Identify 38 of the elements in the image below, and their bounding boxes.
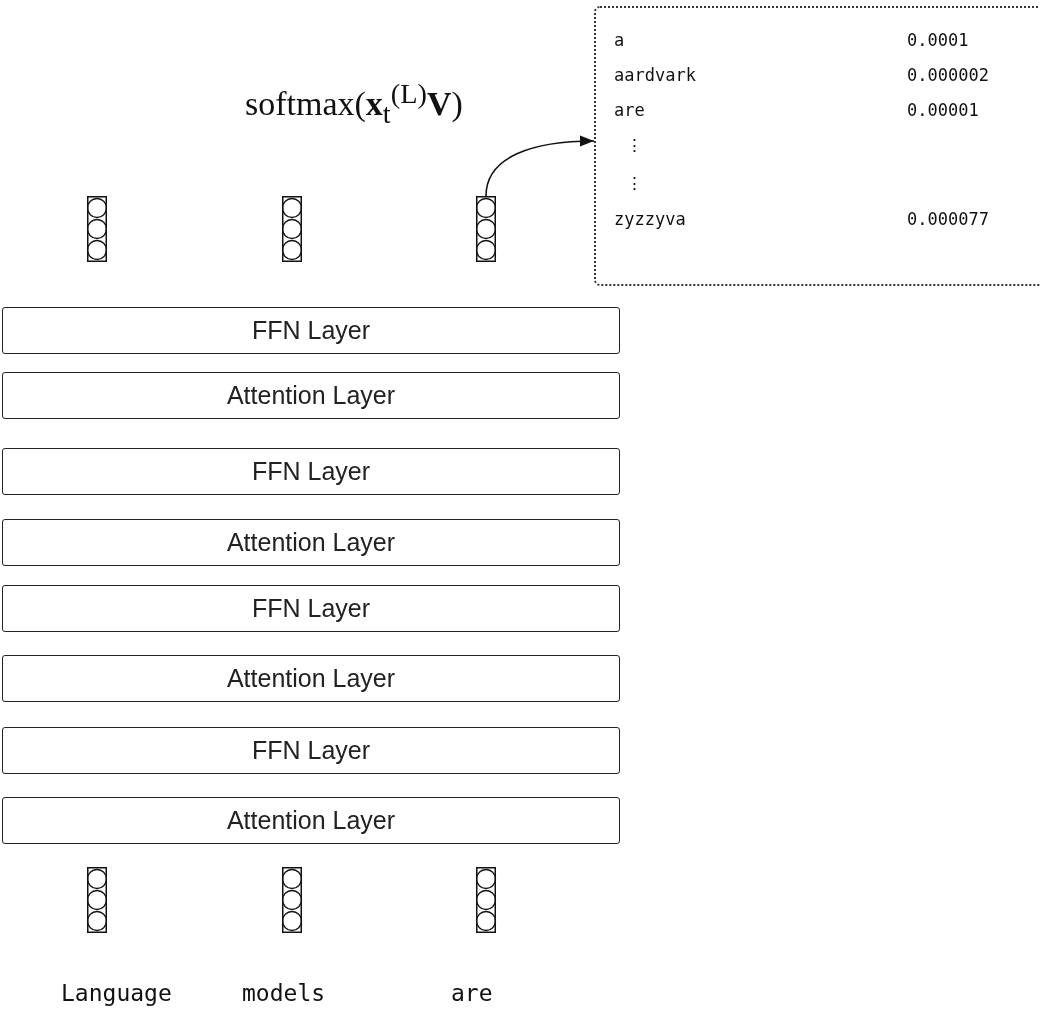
layer-label: FFN Layer: [251, 457, 371, 486]
layer-label: FFN Layer: [251, 316, 371, 345]
vocabulary-word: are: [614, 100, 645, 120]
vocabulary-probability-table: [594, 6, 1040, 286]
input-token: models: [242, 980, 326, 1006]
arrow: [485, 135, 595, 197]
vector-drawing: [282, 867, 302, 933]
probability-value: 0.000077: [907, 209, 989, 229]
vertical-ellipsis: ⋮: [626, 173, 643, 193]
layer-box: [2, 585, 620, 632]
layer-label: Attention Layer: [226, 528, 396, 557]
vertical-ellipsis: ⋮: [626, 135, 643, 155]
vector-drawing: [476, 867, 496, 933]
probability-value: 0.0001: [907, 30, 969, 50]
formula: softmax(x$_{t}$$^{(L)}$V): [245, 78, 463, 131]
layer-label: Attention Layer: [226, 806, 396, 835]
layer-box: [2, 727, 620, 774]
layer-box: [2, 448, 620, 495]
input-token: are: [451, 980, 493, 1006]
probability-value: 0.00001: [907, 100, 979, 120]
layer-box: [2, 307, 620, 354]
layer-label: FFN Layer: [251, 736, 371, 765]
probability-value: 0.000002: [907, 65, 989, 85]
vocabulary-word: a: [614, 30, 625, 50]
vocabulary-word: aardvark: [614, 65, 696, 85]
vector-drawing: [476, 196, 496, 262]
layer-box: [2, 655, 620, 702]
layer-label: FFN Layer: [251, 594, 371, 623]
layer-label: Attention Layer: [226, 381, 396, 410]
vector-drawing: [87, 196, 107, 262]
layer-label: Attention Layer: [226, 664, 396, 693]
layer-box: [2, 372, 620, 419]
layer-box: [2, 519, 620, 566]
vector-drawing: [87, 867, 107, 933]
vector-drawing: [282, 196, 302, 262]
layer-box: [2, 797, 620, 844]
input-token: Language: [61, 980, 172, 1006]
vocabulary-word: zyzzyva: [614, 209, 686, 229]
